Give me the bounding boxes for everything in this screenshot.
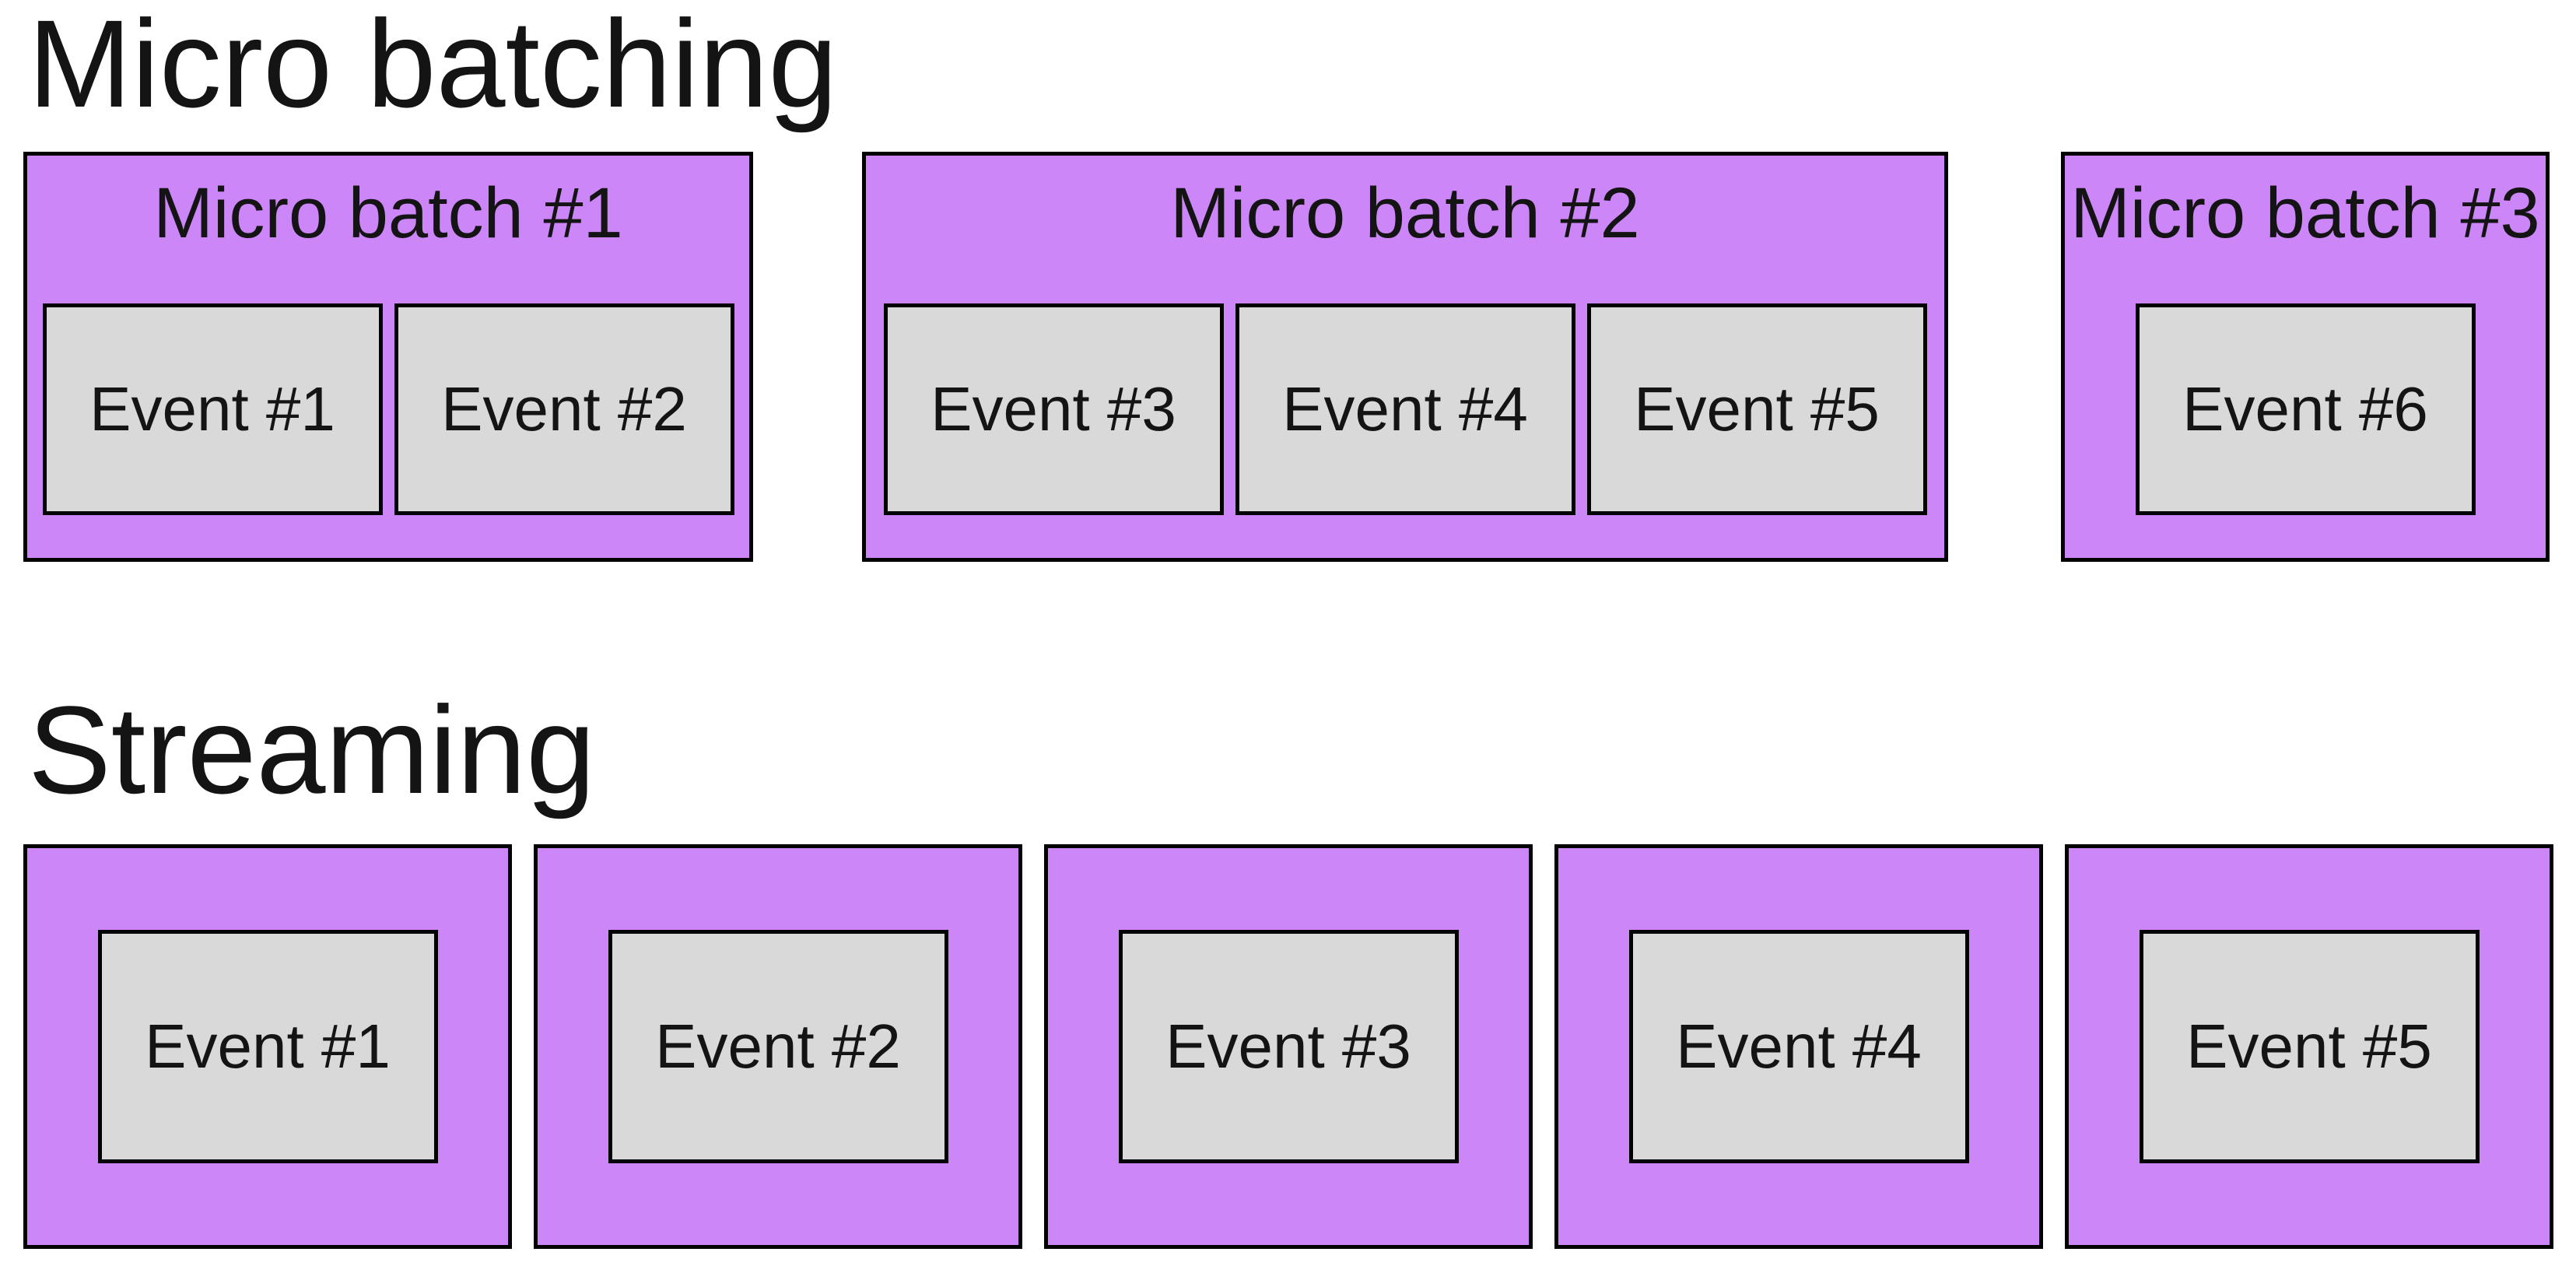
event-box: Event #1 [42, 303, 383, 515]
micro-batch-3-events: Event #6 [2065, 303, 2546, 515]
stream-box: Event #4 [1554, 844, 2043, 1249]
stream-box: Event #5 [2065, 844, 2553, 1249]
event-box: Event #2 [608, 930, 948, 1163]
event-box: Event #3 [1118, 930, 1459, 1163]
micro-batching-title: Micro batching [28, 0, 838, 133]
micro-batch-3-label: Micro batch #3 [2070, 174, 2540, 253]
stream-box: Event #2 [534, 844, 1022, 1249]
stream-box: Event #1 [23, 844, 512, 1249]
micro-batch-3-box: Micro batch #3 Event #6 [2061, 152, 2550, 562]
streaming-row: Event #1 Event #2 Event #3 Event #4 Even… [23, 844, 2553, 1249]
stream-box: Event #3 [1044, 844, 1533, 1249]
micro-batch-1-events: Event #1 Event #2 [27, 303, 749, 515]
event-box: Event #4 [1628, 930, 1969, 1163]
streaming-title: Streaming [28, 680, 596, 819]
event-box: Event #2 [394, 303, 734, 515]
micro-batch-row: Micro batch #1 Event #1 Event #2 Micro b… [23, 152, 2550, 562]
event-box: Event #3 [883, 303, 1224, 515]
micro-batch-1-label: Micro batch #1 [153, 174, 623, 253]
micro-batch-2-box: Micro batch #2 Event #3 Event #4 Event #… [862, 152, 1948, 562]
micro-batch-1-box: Micro batch #1 Event #1 Event #2 [23, 152, 753, 562]
micro-batch-2-label: Micro batch #2 [1170, 174, 1640, 253]
event-box: Event #1 [97, 930, 438, 1163]
micro-batch-2-events: Event #3 Event #4 Event #5 [866, 303, 1944, 515]
event-box: Event #5 [1586, 303, 1927, 515]
event-box: Event #6 [2135, 303, 2476, 515]
event-box: Event #4 [1235, 303, 1575, 515]
event-box: Event #5 [2139, 930, 2480, 1163]
